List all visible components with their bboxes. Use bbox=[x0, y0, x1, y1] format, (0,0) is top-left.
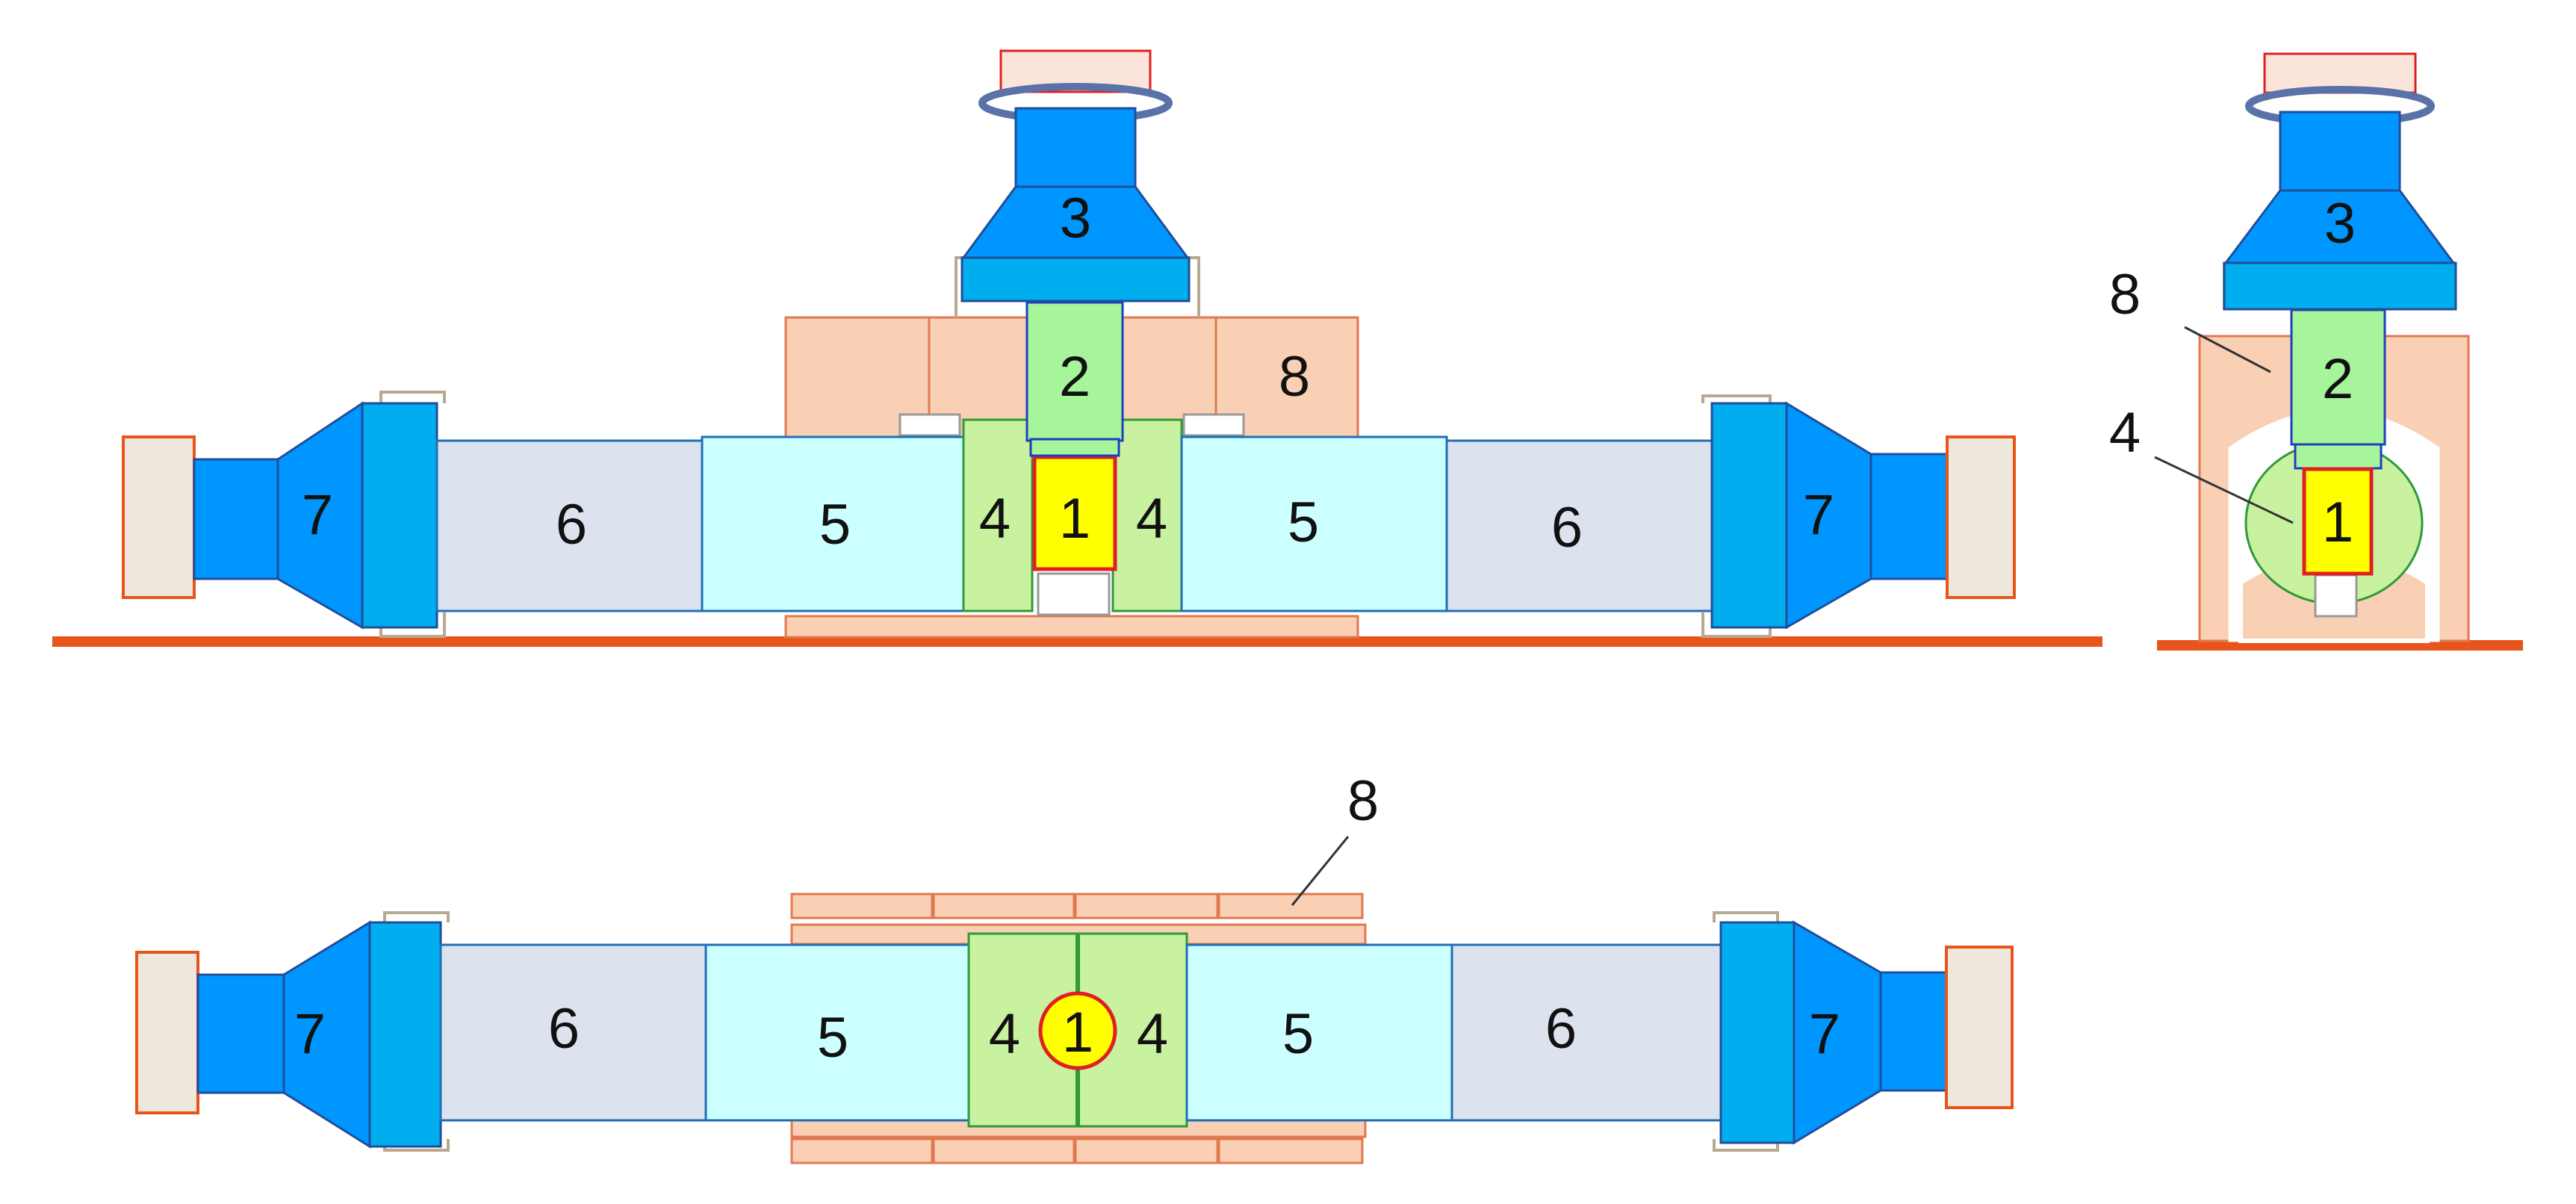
callout-8-top: 8 bbox=[1347, 769, 1379, 833]
label-2-end: 2 bbox=[2322, 347, 2353, 411]
pad-bottom bbox=[1037, 572, 1111, 616]
component-7-right-side bbox=[1710, 401, 2016, 630]
label-1-end: 1 bbox=[2322, 491, 2353, 554]
label-3-side: 3 bbox=[1060, 187, 1091, 250]
label-6-right-side: 6 bbox=[1551, 496, 1583, 559]
callout-4-end: 4 bbox=[2109, 401, 2141, 465]
label-4-left-top: 4 bbox=[989, 1002, 1020, 1066]
component-1-side bbox=[1032, 455, 1117, 571]
label-3-end: 3 bbox=[2324, 192, 2356, 255]
label-1-top: 1 bbox=[1062, 1001, 1093, 1064]
pad-right bbox=[1182, 413, 1245, 437]
top-cap-end bbox=[2263, 52, 2417, 94]
component-5-right-top bbox=[1185, 943, 1453, 1122]
label-2-side: 2 bbox=[1059, 345, 1090, 409]
component-1-top bbox=[1038, 991, 1117, 1070]
callout-8-end: 8 bbox=[2109, 263, 2141, 326]
label-5-left-side: 5 bbox=[819, 493, 851, 556]
component-6-left-side bbox=[435, 439, 704, 612]
component-4-left-side bbox=[962, 418, 1034, 612]
component-6-right-side bbox=[1445, 439, 1713, 612]
label-1-side: 1 bbox=[1059, 487, 1090, 550]
component-6-right-top bbox=[1450, 943, 1722, 1122]
component-5-right-side bbox=[1180, 435, 1448, 612]
side-view: 7 6 5 4 4 1 2 5 6 7 bbox=[52, 49, 2102, 647]
label-4-right-side: 4 bbox=[1136, 487, 1167, 550]
callout-line-4-end bbox=[2154, 456, 2294, 524]
label-5-left-top: 5 bbox=[817, 1006, 848, 1070]
label-6-right-top: 6 bbox=[1545, 997, 1577, 1061]
label-7-right-top: 7 bbox=[1809, 1002, 1840, 1066]
label-4-left-side: 4 bbox=[979, 487, 1011, 550]
end-view: 2 1 3 8 4 bbox=[2109, 52, 2523, 651]
callout-line-8-top bbox=[1291, 836, 1350, 906]
component-3-side bbox=[960, 49, 1191, 302]
component-1-end bbox=[2302, 467, 2374, 576]
component-3-end bbox=[2223, 52, 2457, 311]
label-7-left-side: 7 bbox=[302, 483, 333, 547]
component-2-end bbox=[2290, 308, 2386, 446]
label-6-left-side: 6 bbox=[556, 493, 587, 556]
component-2-side bbox=[1025, 301, 1124, 457]
label-7-right-side: 7 bbox=[1803, 483, 1834, 547]
component-7-left-side bbox=[122, 401, 438, 630]
component-7-right-top bbox=[1719, 920, 2014, 1145]
label-8-side: 8 bbox=[1279, 345, 1310, 409]
label-4-right-top: 4 bbox=[1137, 1002, 1168, 1066]
label-5-right-side: 5 bbox=[1288, 491, 1319, 554]
label-6-left-top: 6 bbox=[548, 997, 580, 1061]
component-5-left-top bbox=[704, 943, 970, 1122]
label-5-right-top: 5 bbox=[1282, 1002, 1314, 1066]
pad-left bbox=[899, 413, 961, 437]
ground-line-side bbox=[52, 636, 2102, 647]
component-7-left-top bbox=[135, 920, 442, 1149]
label-7-left-top: 7 bbox=[294, 1002, 326, 1066]
top-view: 7 6 5 4 4 1 5 6 7 8 bbox=[135, 769, 2014, 1164]
callout-line-8-end bbox=[2184, 326, 2271, 373]
